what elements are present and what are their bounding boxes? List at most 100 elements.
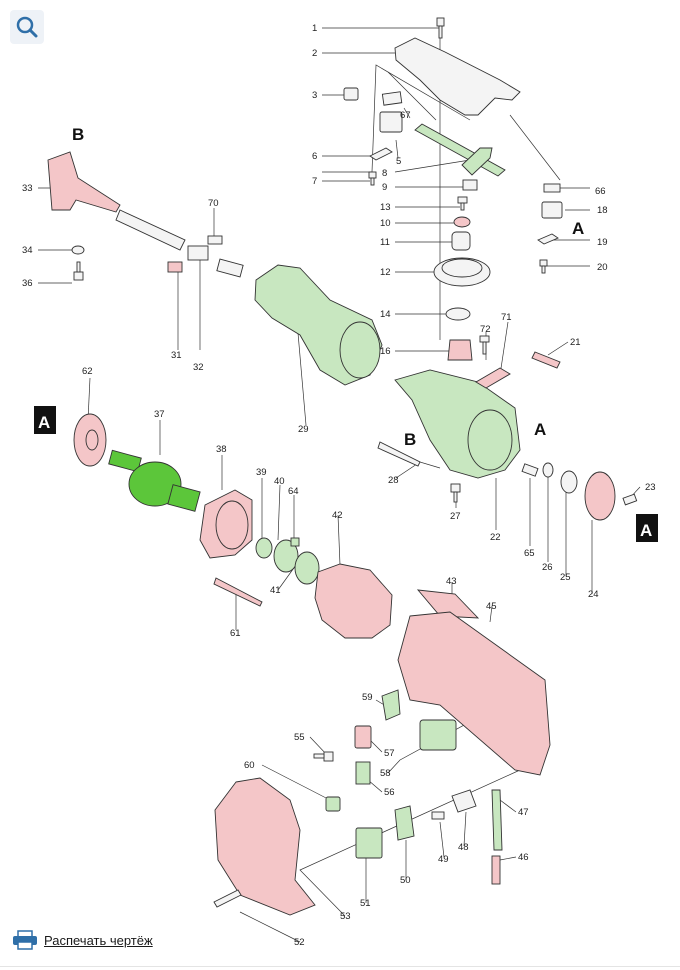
label-9: 9 (382, 182, 387, 193)
part-31-clamp (167, 261, 183, 273)
label-56: 56 (384, 787, 395, 798)
label-28: 28 (388, 475, 399, 486)
part-1-screw (436, 17, 445, 39)
part-40-bearing (273, 539, 299, 573)
part-34-washer (71, 245, 85, 255)
label-59: 59 (362, 692, 373, 703)
marker-A-right: A (572, 219, 584, 238)
label-14: 14 (380, 309, 391, 320)
label-13: 13 (380, 202, 391, 213)
label-43: 43 (446, 576, 457, 587)
exploded-parts-diagram: B A B A A A 1 2 3 67 5 6 7 8 9 66 18 13 … (22, 17, 658, 948)
label-65: 65 (524, 548, 535, 559)
label-47: 47 (518, 807, 529, 818)
label-32: 32 (193, 362, 204, 373)
part-25-bearing (560, 470, 578, 494)
label-72: 72 (480, 324, 491, 335)
part-50-noise-suppressor (394, 805, 415, 841)
part-13-screw (457, 196, 468, 211)
label-45: 45 (486, 601, 497, 612)
label-53: 53 (340, 911, 351, 922)
part-46-cord (491, 855, 501, 885)
part-57-holder (354, 725, 372, 749)
part-6-plate (369, 147, 393, 161)
part-67-block (381, 91, 403, 106)
label-34: 34 (22, 245, 33, 256)
part-42-field (314, 563, 393, 639)
part-47-cord-guard (491, 789, 503, 851)
label-25: 25 (560, 572, 571, 583)
label-64: 64 (288, 486, 299, 497)
part-72-screw (479, 335, 490, 355)
part-41-bearing (294, 551, 320, 585)
part-23-screw (622, 493, 638, 506)
part-11-bearing (451, 231, 471, 251)
part-56-brush (355, 761, 371, 785)
label-62: 62 (82, 366, 93, 377)
part-27-screw (450, 483, 461, 503)
label-29: 29 (298, 424, 309, 435)
part-37-armature (108, 449, 201, 512)
label-60: 60 (244, 760, 255, 771)
label-39: 39 (256, 467, 267, 478)
label-48: 48 (458, 842, 469, 853)
marker-A-left-box: A (34, 406, 56, 434)
label-3: 3 (312, 90, 317, 101)
part-2-cover (394, 37, 521, 116)
part-59-cover (381, 689, 401, 721)
part-32-clamp (187, 245, 209, 261)
part-70-screw (207, 235, 223, 245)
label-42: 42 (332, 510, 343, 521)
part-58-switch (419, 719, 457, 751)
label-8: 8 (382, 168, 387, 179)
label-5: 5 (396, 156, 401, 167)
part-53-handle (214, 777, 316, 916)
part-45-housing (397, 611, 551, 776)
label-67: 67 (400, 110, 411, 121)
footer-divider (0, 966, 680, 967)
svg-text:A: A (38, 413, 50, 432)
part-49-screw (431, 811, 445, 820)
label-16: 16 (380, 346, 391, 357)
part-60-capacitor (325, 796, 341, 812)
marker-B-mid: B (404, 430, 416, 449)
part-52-screw (213, 889, 242, 908)
label-2: 2 (312, 48, 317, 59)
part-5-holder (379, 111, 403, 133)
part-36-screw (73, 261, 84, 281)
print-drawing-link[interactable]: Распечать чертёж (12, 930, 153, 950)
label-20: 20 (597, 262, 608, 273)
zoom-button[interactable] (10, 10, 44, 44)
part-48-clamp (451, 789, 477, 813)
label-58: 58 (380, 768, 391, 779)
part-62-fan (73, 413, 107, 467)
part-71-plate (475, 367, 511, 389)
part-18-holder (541, 201, 563, 219)
label-49: 49 (438, 854, 449, 865)
label-41: 41 (270, 585, 281, 596)
label-26: 26 (542, 562, 553, 573)
part-12-gear (433, 257, 491, 287)
part-20-screw (539, 259, 548, 274)
part-65-pin (521, 463, 539, 477)
part-14-washer (445, 307, 471, 321)
label-52: 52 (294, 937, 305, 948)
label-22: 22 (490, 532, 501, 543)
part-43-plate (416, 589, 480, 619)
label-21: 21 (570, 337, 581, 348)
label-40: 40 (274, 476, 285, 487)
part-26-ring (542, 462, 554, 478)
part-number-labels: 1 2 3 67 5 6 7 8 9 66 18 13 10 11 19 20 … (22, 23, 656, 948)
part-24-end-plate (584, 471, 616, 521)
label-57: 57 (384, 748, 395, 759)
print-label: Распечать чертёж (44, 932, 153, 948)
part-10-washer (453, 216, 471, 228)
part-64-ring (290, 537, 300, 547)
label-50: 50 (400, 875, 411, 886)
label-1: 1 (312, 23, 317, 34)
label-51: 51 (360, 898, 371, 909)
label-33: 33 (22, 183, 33, 194)
label-55: 55 (294, 732, 305, 743)
part-19-plate (537, 233, 559, 245)
leader-lines (38, 20, 641, 943)
